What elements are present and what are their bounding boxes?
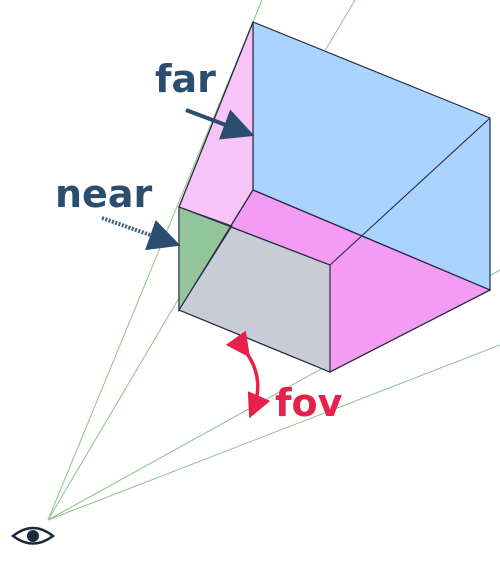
far-arrow [185, 108, 255, 140]
frustum-edges [178, 21, 491, 373]
eye-icon [10, 526, 56, 545]
guide-line-top [47, 0, 263, 521]
near-label: near [55, 172, 153, 216]
fov-label: fov [275, 381, 343, 425]
near-arrow [101, 216, 181, 251]
far-label: far [155, 57, 216, 101]
guide-line-bottom [47, 344, 500, 521]
fov-arc-arrow [225, 330, 271, 419]
